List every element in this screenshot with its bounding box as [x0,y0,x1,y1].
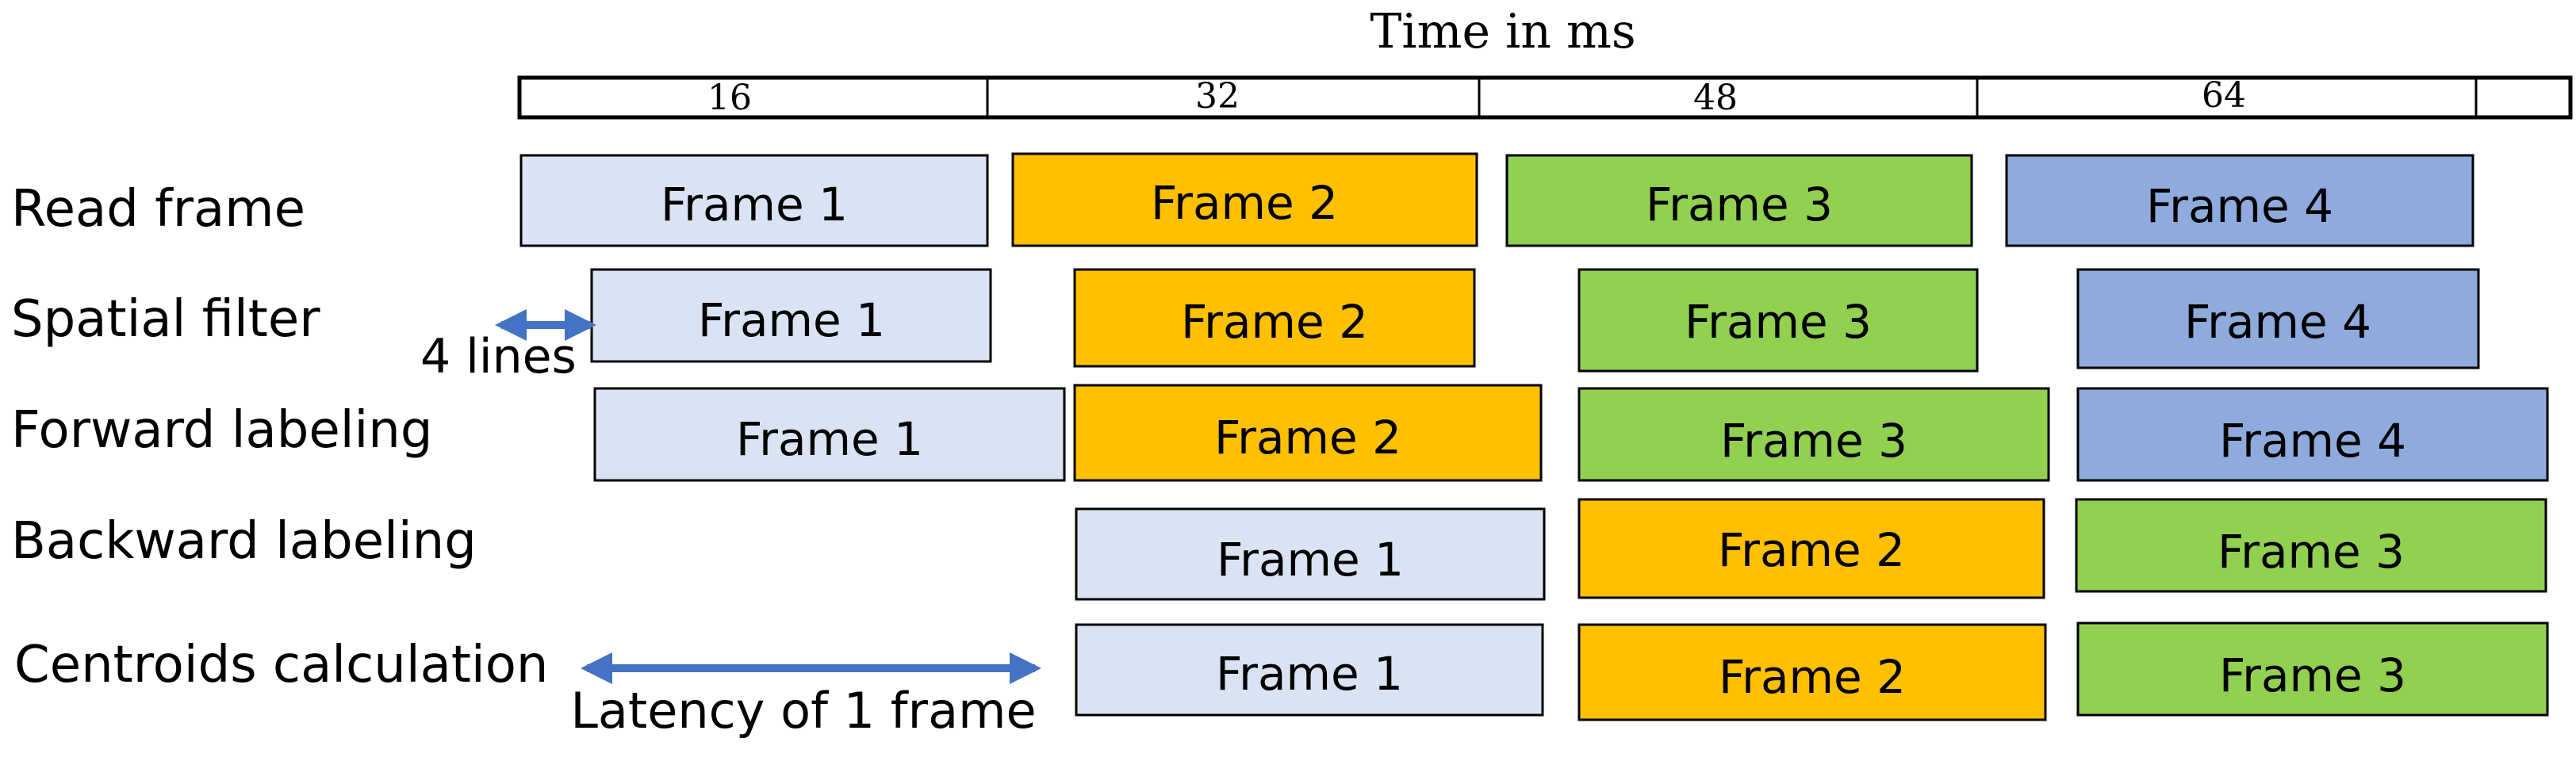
latency-label: Latency of 1 frame [570,682,1036,740]
row-bars-spatial-filter: Frame 1 Frame 2 Frame 3 Frame 4 [590,268,2480,373]
row-label-backward-labeling: Backward labeling [11,512,477,571]
frame-bar [1075,507,1546,601]
row-bars-centroids-calculation: Frame 1 Frame 2 Frame 3 [1075,621,2549,721]
frame-bar-label: Frame 4 [2184,295,2371,349]
row-label-forward-labeling: Forward labeling [11,401,432,460]
row-bars-read-frame: Frame 1 Frame 2 Frame 3 Frame 4 [519,152,2474,247]
time-tick-label: 64 [2202,75,2246,116]
frame-bar-label: Frame 2 [1151,176,1338,230]
frame-bar [1075,623,1544,717]
frame-bar-label: Frame 2 [1718,523,1905,577]
frame-bar [1577,498,2045,599]
frame-bar [2076,268,2480,369]
four-lines-label: 4 lines [420,329,577,384]
timeline-frame [517,75,2573,120]
time-axis-title: Time in ms [1370,4,1635,59]
frame-bar-label: Frame 2 [1719,650,1906,704]
frame-bar-label: Frame 3 [2218,525,2405,579]
frame-bar-label: Frame 4 [2219,414,2406,468]
frame-bar [1073,268,1476,368]
timeline-ruler: 16 32 48 64 [517,75,2573,120]
frame-bar-label: Frame 2 [1181,295,1368,349]
frame-bar-label: Frame 1 [1216,647,1403,701]
frame-bar-label: Frame 3 [2219,648,2406,702]
frame-bar [1505,154,1973,247]
frame-bar [2005,154,2474,247]
time-tick-label: 16 [707,78,752,118]
frame-bar-label: Frame 1 [698,293,885,347]
frame-bar [1577,387,2050,482]
frame-bar [593,387,1066,482]
frame-bar-label: Frame 1 [736,412,923,466]
frame-bar [1011,152,1478,247]
time-tick-label: 48 [1693,78,1738,118]
frame-bar [1073,384,1543,482]
row-label-read-frame: Read frame [11,180,305,239]
row-bars-backward-labeling: Frame 1 Frame 2 Frame 3 [1075,498,2547,601]
frame-bar-label: Frame 1 [1217,533,1404,587]
frame-bar [2076,387,2549,482]
frame-bar-label: Frame 3 [1685,295,1872,349]
row-label-spatial-filter: Spatial filter [11,290,320,349]
frame-bar [1577,268,1979,373]
frame-bar-label: Frame 1 [661,178,848,231]
row-label-centroids-calculation: Centroids calculation [14,636,548,694]
row-bars-forward-labeling: Frame 1 Frame 2 Frame 3 Frame 4 [593,384,2549,482]
frame-bar [1577,623,2047,721]
frame-bar-label: Frame 3 [1720,414,1907,468]
time-tick-label: 32 [1195,76,1240,117]
frame-bar [2075,498,2547,593]
frame-bar [2076,621,2549,717]
frame-bar-label: Frame 4 [2146,179,2333,233]
frame-bar-label: Frame 2 [1214,411,1401,465]
frame-bar-label: Frame 3 [1646,178,1833,231]
frame-bar [519,154,989,247]
